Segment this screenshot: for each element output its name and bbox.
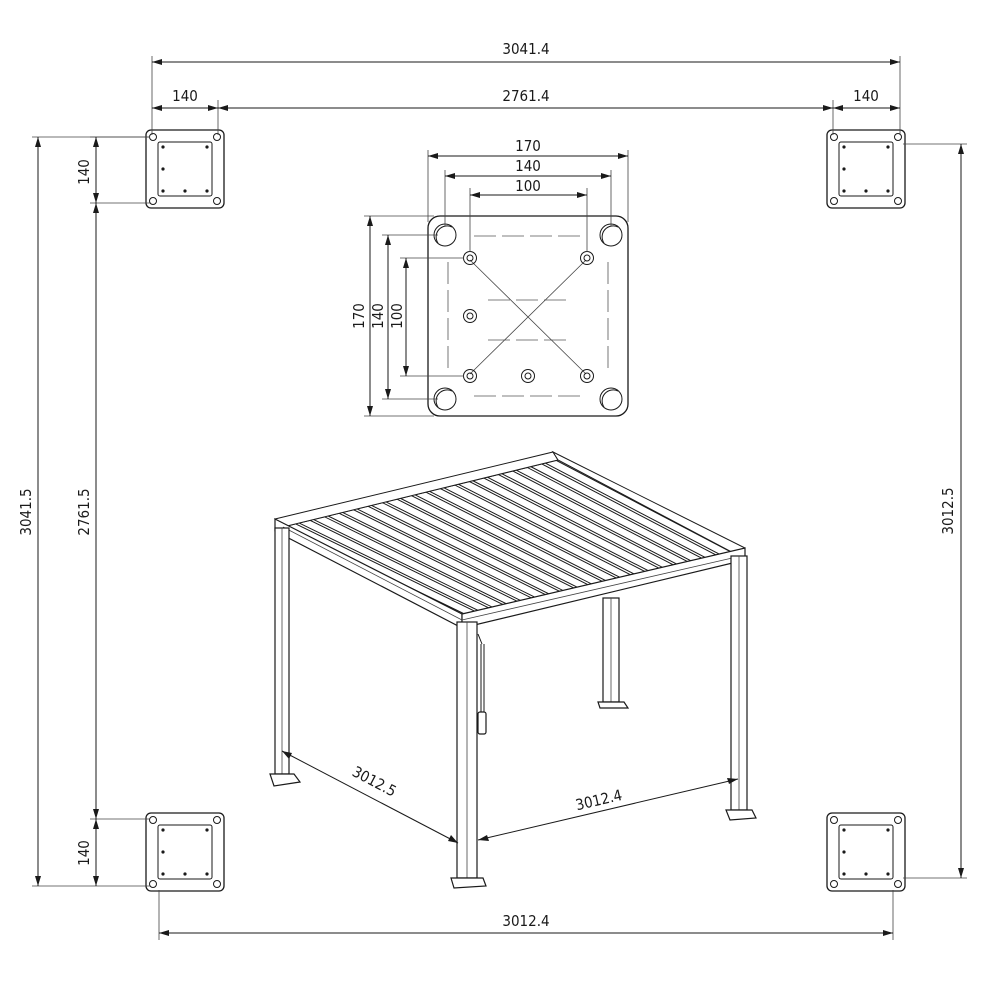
dimension-pergola-width: 3012.4 [477,778,739,841]
pergola-isometric: 3012.5 3012.4 [269,450,757,889]
pergola-post-front [450,621,487,889]
base-plate-bottom-left [145,812,225,892]
dimension-inner-span-top: 2761.4 [218,87,834,135]
pergola-post-back [597,597,630,709]
base-plate-detail [427,215,629,417]
pergola-post-left [269,527,302,787]
dimension-detail-width-inner: 100 [469,177,588,252]
label-detail-height-mid: 140 [369,303,387,329]
pergola-roof-slats [283,459,741,615]
pergola-post-right [725,555,757,821]
dimension-pergola-depth: 3012.5 [281,750,459,844]
base-plate-bottom-right [826,812,906,892]
label-inner-span-top: 2761.4 [502,87,549,105]
label-detail-width-outer: 170 [515,137,541,155]
dimension-detail-height-inner: 100 [388,257,464,377]
label-right-plate-width: 140 [853,87,879,105]
label-pergola-width: 3012.4 [574,786,624,814]
label-detail-height-outer: 170 [350,303,368,329]
label-overall-width-top: 3041.4 [502,40,549,58]
dimension-detail-height-mid: 140 [369,234,438,400]
label-detail-width-mid: 140 [515,157,541,175]
dimension-overall-width-top: 3041.4 [151,40,901,135]
pergola-crank-handle [477,633,487,735]
label-plate-height-top-left: 140 [75,159,93,185]
detail-bolts [463,251,594,383]
dimension-detail-height-outer: 170 [350,215,434,417]
label-overall-height-right: 3012.5 [939,487,957,534]
pergola-roof-frame [274,450,746,629]
dimension-right-plate-width: 140 [833,87,900,111]
base-plate-top-right [826,129,906,209]
label-detail-height-inner: 100 [388,303,406,329]
dimension-plate-height-bottom-left: 140 [75,819,99,886]
dimension-plate-height-top-left: 140 [75,136,150,204]
label-overall-width-bottom: 3012.4 [502,912,549,930]
dimension-overall-height-right: 3012.5 [903,143,967,879]
label-pergola-depth: 3012.5 [349,763,399,801]
dimension-left-plate-width: 140 [152,87,219,135]
detail-corner-hole-br [599,387,623,411]
label-inner-span-left: 2761.5 [75,488,93,535]
dimension-detail-width-outer: 170 [427,137,629,222]
label-detail-width-inner: 100 [515,177,541,195]
base-plate-top-left [145,129,225,209]
dimension-inner-span-left: 2761.5 [75,203,150,820]
dimension-detail-width-mid: 140 [444,157,612,226]
label-left-plate-width: 140 [172,87,198,105]
label-overall-height-left: 3041.5 [17,488,35,535]
label-plate-height-bottom-left: 140 [75,840,93,866]
dimension-overall-width-bottom: 3012.4 [158,890,894,940]
